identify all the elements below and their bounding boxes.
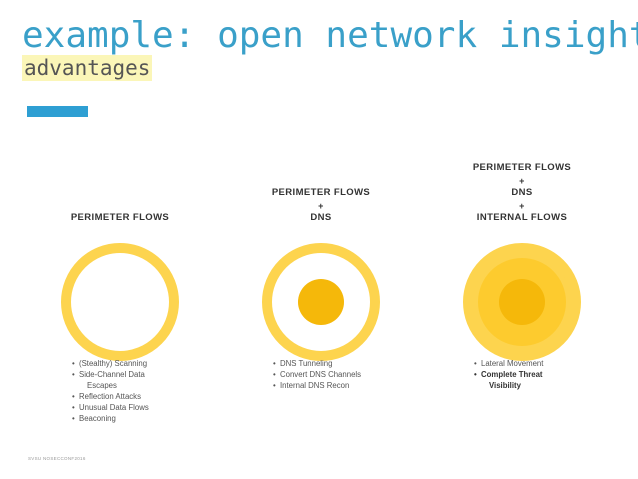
column-heading: PERIMETER FLOWS + DNS + INTERNAL FLOWS [422,162,622,225]
list-item: DNS Tunneling [273,358,361,369]
core-dot [298,279,344,325]
heading-plus: + [519,200,525,211]
slide-footer: SVSU NOSECCONF2016 [28,456,86,461]
list-item: Visibility [489,381,521,390]
column-heading: PERIMETER FLOWS [20,212,220,225]
list-item: Unusual Data Flows [72,402,149,413]
list-item: Beaconing [72,413,149,424]
heading-line: PERIMETER FLOWS [472,162,572,173]
list-item: Internal DNS Recon [273,380,361,391]
list-item: Complete Threat [474,369,543,380]
list-item: Side-Channel Data [72,369,149,380]
outer-ring [262,243,380,361]
heading-line: PERIMETER FLOWS [271,187,371,198]
list-item: Convert DNS Channels [273,369,361,380]
outer-ring [61,243,179,361]
heading-plus: + [519,175,525,186]
ring-diagram [61,243,179,361]
bullet-list: (Stealthy) Scanning Side-Channel Data Es… [72,358,149,424]
heading-plus: + [318,200,324,211]
core-dot [499,279,545,325]
column-heading: PERIMETER FLOWS + DNS [221,187,421,225]
accent-bar [27,106,88,117]
list-item: (Stealthy) Scanning [72,358,149,369]
list-item: Lateral Movement [474,358,543,369]
slide-title: example: open network insight [22,15,638,56]
list-item: Reflection Attacks [72,391,149,402]
heading-line: INTERNAL FLOWS [476,212,568,223]
heading-line: DNS [511,187,533,198]
heading-line: DNS [310,212,332,223]
ring-with-core-diagram [262,243,380,361]
slide-subtitle: advantages [22,55,153,81]
filled-circle-diagram [463,243,581,361]
heading-line: PERIMETER FLOWS [70,212,170,223]
bullet-list: Lateral Movement Complete Threat Visibil… [474,358,543,391]
list-item: Escapes [87,381,117,390]
bullet-list: DNS Tunneling Convert DNS Channels Inter… [273,358,361,391]
